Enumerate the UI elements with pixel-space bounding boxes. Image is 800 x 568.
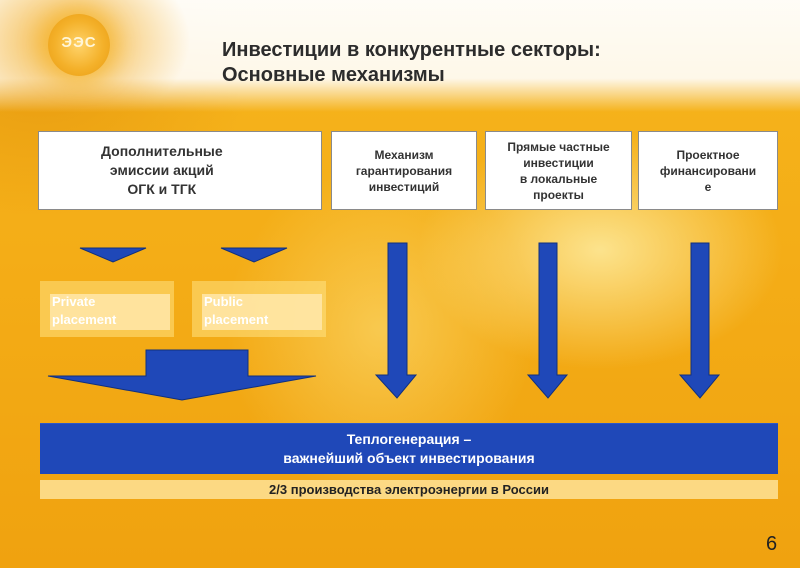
- logo-text: ЭЭС: [61, 34, 97, 51]
- title-line-2: Основные механизмы: [222, 64, 445, 86]
- mechanism-label-guarantee: Механизм гарантирования инвестиций: [355, 147, 453, 194]
- page-number: 6: [766, 533, 778, 555]
- public-placement-box: Public placement: [192, 281, 326, 337]
- mechanism-label-private-investment: Прямые частные инвестиции в локальные пр…: [507, 139, 610, 202]
- title-line-1: Инвестиции в конкурентные секторы:: [222, 39, 601, 61]
- mechanism-box-project-finance: Проектное финансировани е: [638, 131, 778, 210]
- target-label: Теплогенерация – важнейший объект инвест…: [283, 431, 535, 466]
- down-arrow-project-finance: [678, 242, 721, 399]
- mechanism-box-share-issues: Дополнительные эмиссии акций ОГК и ТГК: [38, 131, 322, 210]
- target-subtitle-band: 2/3 производства электроэнергии в России: [40, 480, 778, 499]
- public-placement-strip: [202, 294, 322, 330]
- down-arrow-private-investment: [526, 242, 569, 399]
- mechanism-label-project-finance: Проектное финансировани е: [659, 147, 757, 194]
- public-placement-label: Public placement: [204, 294, 269, 327]
- private-placement-strip: [50, 294, 170, 330]
- mechanism-label-share-issues: Дополнительные эмиссии акций ОГК и ТГК: [101, 143, 223, 197]
- mechanism-box-private-investment: Прямые частные инвестиции в локальные пр…: [485, 131, 632, 210]
- down-arrow-private: [79, 247, 147, 263]
- target-band: Теплогенерация – важнейший объект инвест…: [40, 423, 778, 474]
- target-subtitle: 2/3 производства электроэнергии в России: [269, 482, 549, 497]
- slide-title: Инвестиции в конкурентные секторы: Основ…: [222, 38, 762, 88]
- down-arrow-guarantee: [374, 242, 418, 399]
- header-band: [0, 0, 800, 112]
- private-placement-box: Private placement: [40, 281, 174, 337]
- down-arrow-public: [220, 247, 288, 263]
- mechanism-box-guarantee: Механизм гарантирования инвестиций: [331, 131, 477, 210]
- merge-arrow: [47, 349, 317, 401]
- company-logo: ЭЭС: [48, 14, 110, 76]
- private-placement-label: Private placement: [52, 294, 117, 327]
